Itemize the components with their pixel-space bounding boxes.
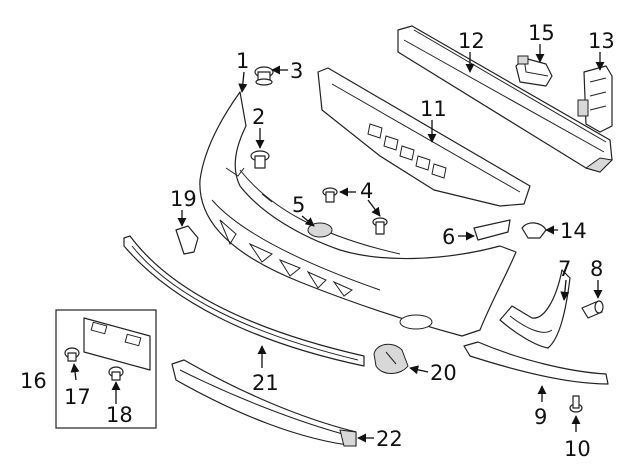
inset-box: [55, 309, 157, 429]
callout-18: 18: [106, 403, 133, 427]
callout-13: 13: [588, 29, 615, 53]
bracket-15-part: [515, 55, 553, 87]
clip-3-part: [254, 66, 274, 86]
callout-17: 17: [64, 385, 91, 409]
callout-7: 7: [558, 257, 571, 281]
callout-3: 3: [290, 59, 303, 83]
callout-labels: 1 2 3 4 5 6 7 8 9 10 11 12 13 14 15 16 1…: [20, 21, 615, 461]
callout-20: 20: [430, 361, 457, 385]
tab-6-part: [473, 219, 511, 241]
callout-4: 4: [360, 179, 373, 203]
bolts-4-part: [322, 187, 388, 235]
clip-20-part: [373, 343, 409, 374]
callout-19: 19: [170, 187, 197, 211]
callout-16: 16: [20, 369, 47, 393]
callout-14: 14: [560, 219, 587, 243]
reinforcement-beam-part: [397, 25, 614, 173]
screw-2-part: [250, 150, 270, 169]
screw-8-part: [581, 300, 604, 319]
callout-6: 6: [442, 225, 455, 249]
side-molding-9-part: [463, 341, 609, 385]
callout-8: 8: [590, 257, 603, 281]
grommet-5-part: [307, 222, 333, 238]
callout-5: 5: [292, 193, 305, 217]
callout-15: 15: [528, 21, 555, 45]
clip-14-part: [521, 222, 547, 239]
leader-lines: [70, 44, 605, 443]
callout-21: 21: [252, 371, 279, 395]
callout-9: 9: [534, 405, 547, 429]
lower-molding-21-part: [123, 235, 365, 367]
bumper-cover-part: [199, 91, 517, 337]
energy-absorber-part: [317, 67, 531, 207]
bolt-10-part: [569, 395, 583, 413]
lower-guard-22-part: [171, 359, 357, 447]
callout-22: 22: [376, 427, 403, 451]
callout-1: 1: [236, 49, 249, 73]
bracket-19-part: [175, 225, 199, 255]
callout-10: 10: [564, 437, 591, 461]
side-bracket-13-part: [577, 65, 613, 133]
callout-12: 12: [458, 29, 485, 53]
callout-2: 2: [252, 105, 265, 129]
callout-11: 11: [420, 97, 447, 121]
splash-shield-7-part: [499, 269, 571, 349]
